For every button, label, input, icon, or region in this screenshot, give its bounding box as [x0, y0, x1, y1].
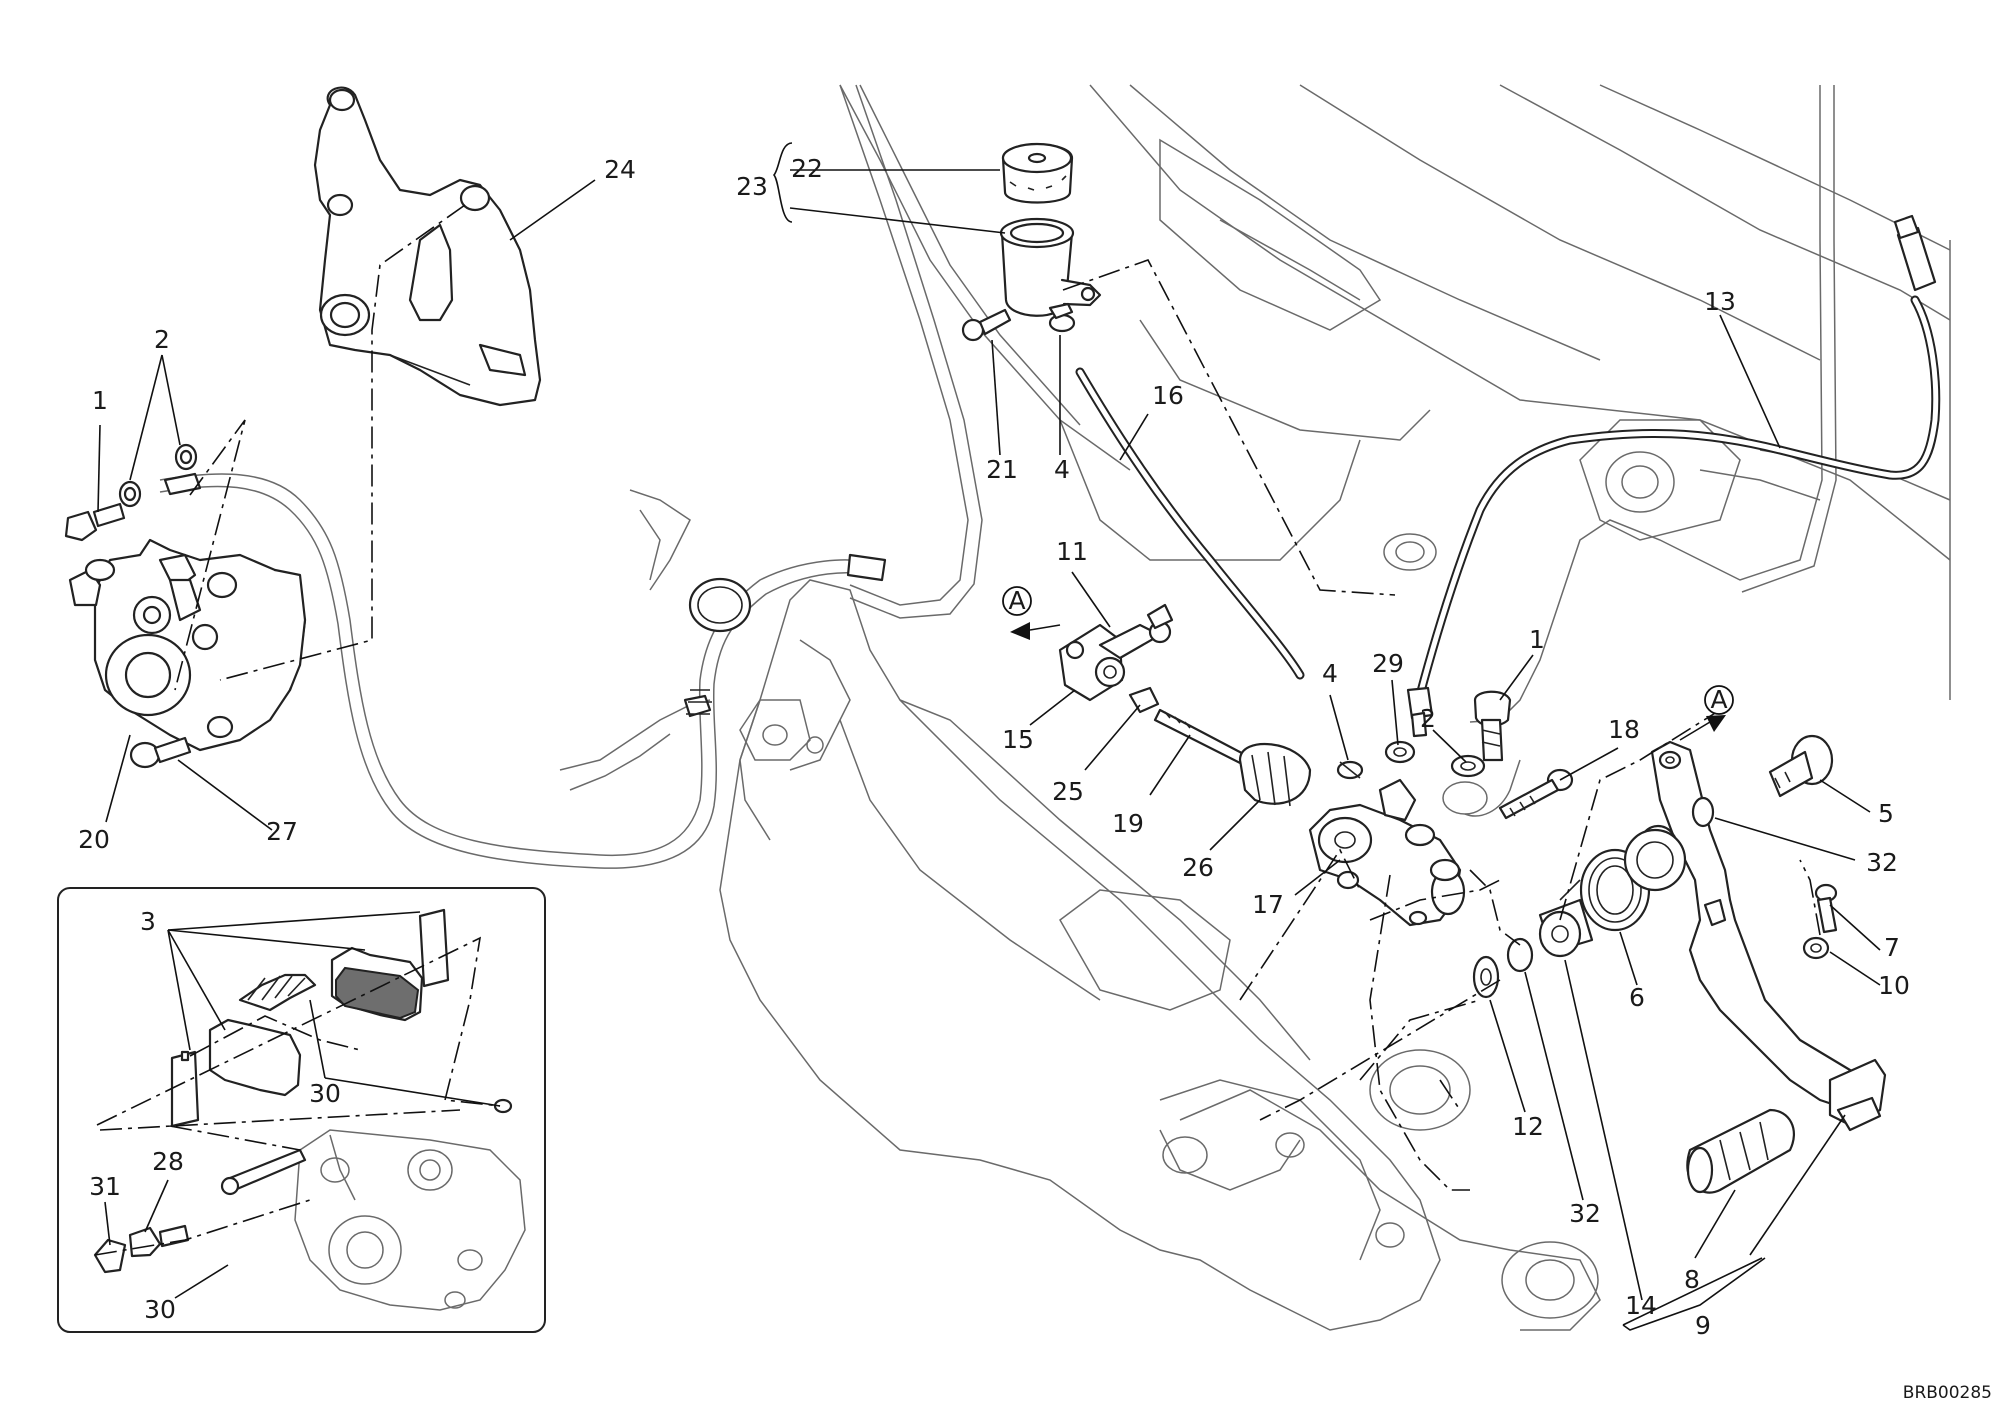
- callout-7: 7: [1884, 933, 1900, 962]
- inset-box: [57, 887, 546, 1333]
- brake-light-switch-cable: [1406, 214, 1941, 738]
- drawing-code: BRB00285: [1903, 1383, 1992, 1403]
- callout-5: 5: [1878, 799, 1894, 828]
- callout-28: 28: [152, 1147, 184, 1176]
- leader-lines: [94, 142, 1881, 1331]
- brake-pedal: [1636, 740, 1887, 1132]
- reservoir-hose: [1075, 367, 1305, 680]
- callout-2b: 2: [1420, 704, 1436, 733]
- view-marker-label: A: [1008, 586, 1025, 615]
- bolt-27: [129, 736, 192, 769]
- callout-15: 15: [1002, 725, 1034, 754]
- callout-27: 27: [266, 817, 298, 846]
- circlip-32-lower: [1506, 937, 1534, 973]
- callout-6: 6: [1629, 983, 1645, 1012]
- callout-9: 9: [1695, 1311, 1711, 1340]
- callout-11: 11: [1056, 537, 1088, 566]
- callout-25: 25: [1052, 777, 1084, 806]
- banjo-bolt-right: [1473, 690, 1512, 762]
- clevis-15: [1058, 623, 1126, 702]
- callout-21: 21: [986, 455, 1018, 484]
- callout-32: 32: [1866, 848, 1898, 877]
- callout-29: 29: [1372, 649, 1404, 678]
- callout-8: 8: [1684, 1265, 1700, 1294]
- nut-10: [1802, 936, 1830, 960]
- callout-30: 30: [309, 1079, 341, 1108]
- callout-30b: 30: [144, 1295, 176, 1324]
- callout-20: 20: [78, 825, 110, 854]
- brake-fluid-reservoir: [999, 217, 1102, 317]
- nut-25: [1128, 686, 1160, 714]
- callout-1: 1: [92, 386, 108, 415]
- callout-23: 23: [736, 172, 768, 201]
- pedal-bushing-right: [1623, 828, 1687, 892]
- pivot-bolt-5: [1768, 734, 1834, 798]
- callout-26: 26: [1182, 853, 1214, 882]
- bolt-18: [1498, 768, 1574, 820]
- foot-peg-rubber-8: [1686, 1108, 1795, 1194]
- view-marker-left: A: [1002, 586, 1061, 640]
- callout-4: 4: [1054, 455, 1070, 484]
- rear-master-cylinder: [1308, 778, 1466, 927]
- washer-29: [1384, 740, 1416, 764]
- callout-19: 19: [1112, 809, 1144, 838]
- rear-brake-hose: [159, 472, 887, 869]
- dust-boot-26: [1238, 742, 1312, 807]
- callout-16: 16: [1152, 381, 1184, 410]
- bolt-21: [961, 308, 1012, 342]
- view-marker-right: A: [1679, 685, 1734, 741]
- callout-22: 22: [791, 154, 823, 183]
- washer-12: [1472, 955, 1500, 999]
- callout-4b: 4: [1322, 659, 1338, 688]
- callout-12: 12: [1512, 1112, 1544, 1141]
- washers-left: [118, 443, 198, 508]
- hose-clamp-lower: [1336, 760, 1364, 780]
- washers-right: [1429, 754, 1486, 882]
- callout-3: 3: [140, 907, 156, 936]
- callout-32b: 32: [1569, 1199, 1601, 1228]
- callout-1b: 1: [1529, 625, 1545, 654]
- callout-10: 10: [1878, 971, 1910, 1000]
- callout-17: 17: [1252, 890, 1284, 919]
- pivot-bushing-14: [1538, 898, 1594, 958]
- banjo-fitting: [1442, 759, 1521, 817]
- circlip-32-upper: [1691, 796, 1715, 828]
- view-marker-label: A: [1710, 685, 1727, 714]
- callout-14: 14: [1625, 1291, 1657, 1320]
- callout-labels: 1 2 20 27 24 23 22 21 4 16 11 15 25 19 2…: [78, 154, 1910, 1340]
- rear-brake-caliper: [68, 538, 307, 752]
- callout-31: 31: [89, 1172, 121, 1201]
- callout-13: 13: [1704, 287, 1736, 316]
- caliper-bracket: [313, 86, 542, 407]
- callout-24: 24: [604, 155, 636, 184]
- callout-2: 2: [154, 325, 170, 354]
- bolt-caliper-left: [64, 502, 126, 542]
- callout-18: 18: [1608, 715, 1640, 744]
- clevis-pin-11: [1098, 603, 1174, 660]
- hose-clamp-upper: [1048, 302, 1076, 333]
- reservoir-cap: [1001, 142, 1074, 204]
